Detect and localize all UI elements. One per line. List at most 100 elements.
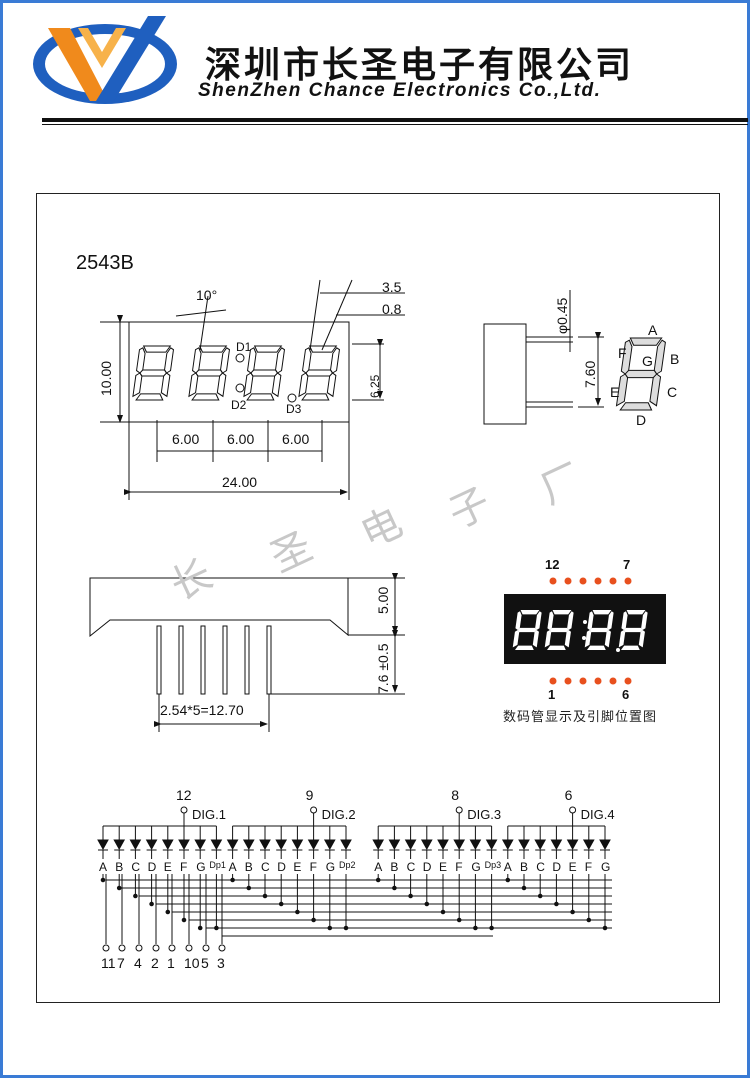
led-2-Dp2-diode: [340, 839, 352, 851]
dim-height: 10.00: [98, 360, 114, 396]
led-4-F-diode: [582, 839, 595, 851]
dp1-circle: [235, 353, 245, 363]
display-digit-3-seg-3: [586, 645, 606, 650]
dp2-circle: [235, 383, 245, 393]
header-rule-thick: [42, 118, 748, 122]
front-digit-3-seg-4: [243, 372, 254, 398]
display-digit-4-seg-2: [638, 630, 645, 648]
dim-pitch-2: 6.00: [227, 431, 255, 447]
display-digit-1-seg-6: [517, 627, 537, 633]
led-1-B-label: B: [115, 860, 124, 874]
front-digit-4-seg-2: [326, 372, 337, 398]
led-2-E-label: E: [293, 860, 302, 874]
front-digit-3-seg-0: [253, 345, 283, 353]
pin-dot-bottom-3: [579, 677, 587, 685]
led-1-D-diode: [145, 839, 158, 851]
bottom-pin-3: 3: [217, 955, 225, 971]
display-digit-3-seg-1: [607, 611, 614, 630]
pin-dot-bottom-5: [609, 677, 617, 685]
pin-ring-7: [202, 944, 210, 952]
dim-body-h: 5.00: [375, 586, 391, 614]
display-digit-1-seg-5: [515, 611, 522, 630]
front-digit-3-seg-6: [250, 369, 279, 377]
led-1-B-diode: [113, 839, 126, 851]
led-2-D-label: D: [277, 860, 286, 874]
led-3-A-label: A: [374, 860, 383, 874]
front-digit-1: [132, 345, 175, 401]
led-3-Dp3-label: Dp3: [484, 860, 502, 870]
led-2-A-label: A: [228, 860, 237, 874]
dp3-circle: [287, 393, 297, 403]
led-2-G-label: G: [325, 860, 336, 874]
display-digit-4: [618, 610, 648, 650]
led-3-C-label: C: [406, 860, 416, 874]
display-digit-4-seg-4: [618, 630, 626, 648]
led-1-D-label: D: [147, 860, 157, 874]
company-name-en: ShenZhen Chance Electronics Co.,Ltd.: [198, 80, 602, 101]
front-digit-3-seg-1: [274, 347, 286, 374]
led-2-C-diode: [259, 839, 271, 851]
body-pin-2: [178, 625, 184, 695]
dp-label-d1: D1: [236, 340, 252, 354]
led-3-D-diode: [420, 839, 433, 851]
dig-2-name: DIG.2: [321, 807, 356, 822]
body-pin-1: [156, 625, 162, 695]
seg-label-g: G: [642, 353, 653, 369]
body-pin-5: [244, 625, 250, 695]
front-digit-4-seg-0: [308, 345, 338, 353]
bottom-pin-5: 5: [201, 955, 209, 971]
schematic: [97, 806, 612, 952]
display-digit-3-seg-0: [592, 610, 612, 615]
bottom-pin-10: 10: [184, 955, 200, 971]
seg-label-b: B: [670, 351, 680, 367]
front-digit-2: [188, 345, 231, 401]
pin-dot-bottom-2: [564, 677, 572, 685]
segment-diagram-digit-seg-2: [649, 373, 662, 407]
display-digit-4-seg-3: [620, 645, 640, 650]
led-3-D-label: D: [422, 860, 432, 874]
body-pin-3: [200, 625, 206, 695]
display-digit-3-seg-2: [604, 630, 611, 648]
led-4-B-label: B: [520, 860, 529, 874]
front-digit-4-seg-3: [301, 393, 330, 401]
front-digit-1-seg-6: [139, 369, 168, 377]
dim-08: 0.8: [382, 301, 402, 317]
front-digit-4-seg-4: [298, 372, 309, 398]
led-1-E-diode: [161, 839, 174, 851]
led-1-D-node: [149, 901, 154, 907]
dp-label-d3: D3: [286, 402, 302, 416]
front-digit-4: [298, 345, 341, 401]
front-digit-4-seg-1: [329, 347, 341, 374]
display-digit-2-seg-3: [546, 645, 566, 650]
led-1-C-node: [133, 893, 138, 899]
led-4-A-diode: [501, 839, 514, 851]
pin-ring-1: [102, 944, 110, 952]
seg-label-e: E: [610, 384, 620, 400]
led-4-G-label: G: [601, 860, 611, 874]
company-name-cn: 深圳市长圣电子有限公司: [205, 45, 635, 86]
dim-pin-pitch: 2.54*5=12.70: [160, 702, 244, 718]
header-rule-thin: [42, 124, 748, 125]
dim-row: 7.60: [582, 360, 598, 388]
front-digit-4-seg-6: [305, 369, 334, 377]
led-2-A-diode: [226, 839, 239, 851]
company-logo-icon: [33, 16, 177, 104]
dim-pin-dia: φ0.45: [554, 297, 570, 334]
led-4-C-label: C: [536, 860, 545, 874]
led-3-A-diode: [372, 839, 385, 851]
front-digit-1-seg-0: [142, 345, 172, 353]
led-2-C-label: C: [261, 860, 270, 874]
dig-1-name: DIG.1: [192, 807, 226, 822]
dig-1-pin: [180, 806, 188, 814]
led-4-F-label: F: [584, 860, 593, 874]
display-digit-2-seg-1: [567, 611, 574, 630]
display-digit-4-seg-6: [623, 627, 643, 633]
seg-label-a: A: [648, 322, 658, 338]
led-4-E-label: E: [568, 860, 577, 874]
led-3-F-diode: [453, 839, 466, 851]
led-1-A-node: [100, 877, 106, 883]
led-1-C-diode: [129, 839, 142, 851]
led-4-D-diode: [550, 839, 563, 851]
pin-dot-bottom-4: [594, 677, 602, 685]
